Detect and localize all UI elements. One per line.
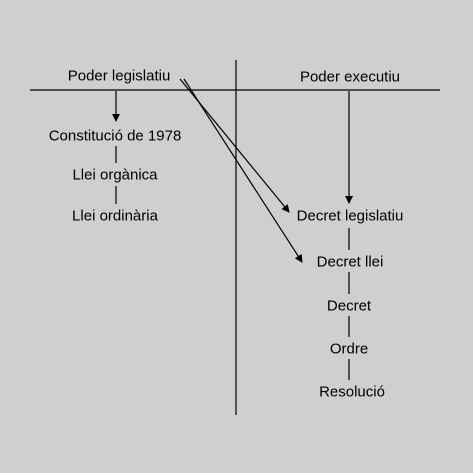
node-constitucio: Constitució de 1978 xyxy=(48,127,182,145)
arrow-legislatiu-to-decret-llei xyxy=(183,78,303,263)
node-llei-ordinaria: Llei ordinària xyxy=(72,207,158,225)
node-llei-organica: Llei orgànica xyxy=(72,166,158,184)
node-decret-llei: Decret llei xyxy=(316,253,384,271)
header-poder-executiu: Poder executiu xyxy=(299,68,401,86)
node-decret-legislatiu: Decret legislatiu xyxy=(296,207,404,225)
node-decret: Decret xyxy=(326,297,372,315)
header-poder-legislatiu: Poder legislatiu xyxy=(67,67,171,85)
node-resolucio: Resolució xyxy=(319,383,385,401)
node-ordre: Ordre xyxy=(329,340,369,358)
